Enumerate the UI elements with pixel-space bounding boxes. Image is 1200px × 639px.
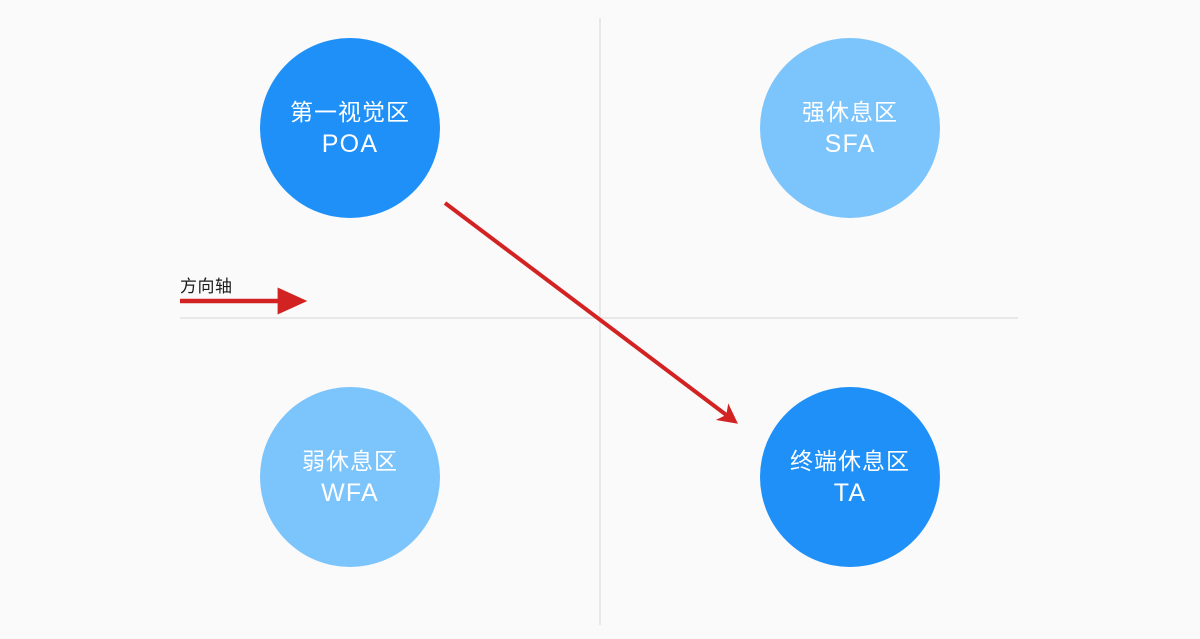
zone-label-en: SFA xyxy=(824,129,876,158)
zone-bubble-wfa[interactable]: 弱休息区 WFA xyxy=(260,387,440,567)
zone-label-cn: 强休息区 xyxy=(802,98,898,125)
zone-label-en: POA xyxy=(321,129,379,158)
vertical-axis-line xyxy=(599,18,601,625)
zone-bubble-poa[interactable]: 第一视觉区 POA xyxy=(260,38,440,218)
zone-label-cn: 终端休息区 xyxy=(790,447,910,474)
poa-to-ta-flow-arrow xyxy=(443,201,738,424)
zone-label-cn: 第一视觉区 xyxy=(290,98,410,125)
zone-bubble-sfa[interactable]: 强休息区 SFA xyxy=(760,38,940,218)
zone-label-cn: 弱休息区 xyxy=(302,447,398,474)
zone-bubble-ta[interactable]: 终端休息区 TA xyxy=(760,387,940,567)
horizontal-axis-line xyxy=(180,317,1018,319)
zone-label-en: WFA xyxy=(321,478,379,507)
zone-label-en: TA xyxy=(833,478,867,507)
direction-axis-label: 方向轴 xyxy=(180,277,233,296)
